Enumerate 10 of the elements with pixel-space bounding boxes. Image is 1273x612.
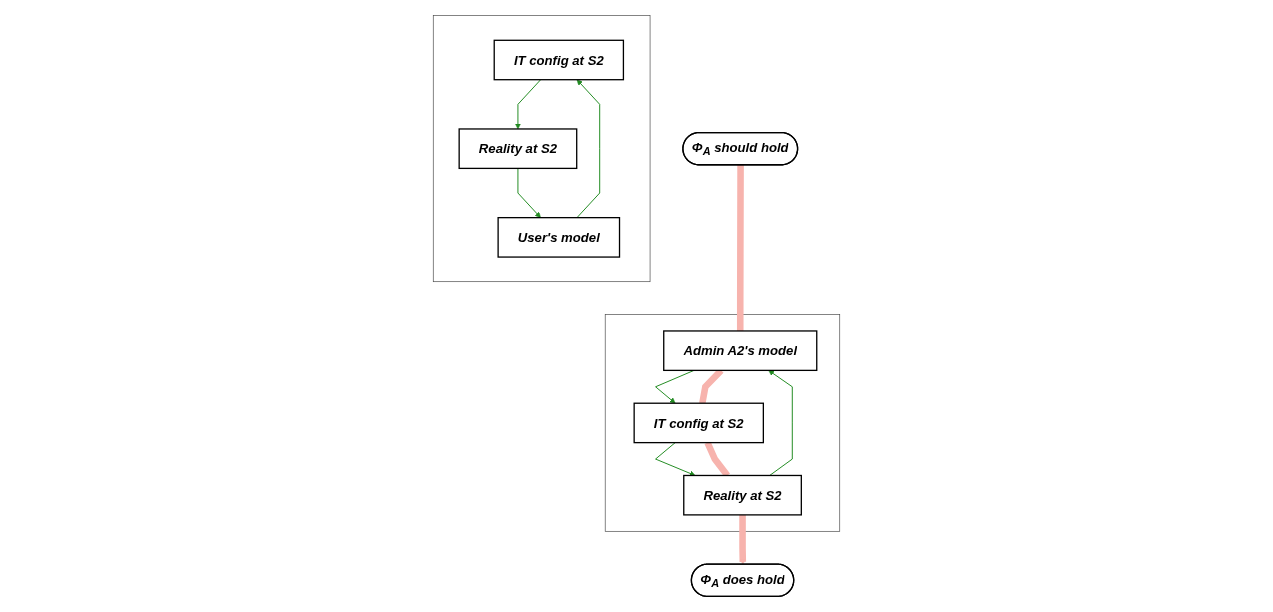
node-box: User's model [497,217,621,258]
cluster [432,15,651,283]
node-box: IT config at S2 [633,402,764,444]
connector [736,165,744,331]
node-box: Reality at S2 [458,128,578,170]
node-box: Reality at S2 [683,474,802,516]
arrow [739,514,747,565]
node-box: IT config at S2 [493,39,625,81]
node-box: Admin A2's model [663,330,818,372]
cluster [604,314,841,532]
